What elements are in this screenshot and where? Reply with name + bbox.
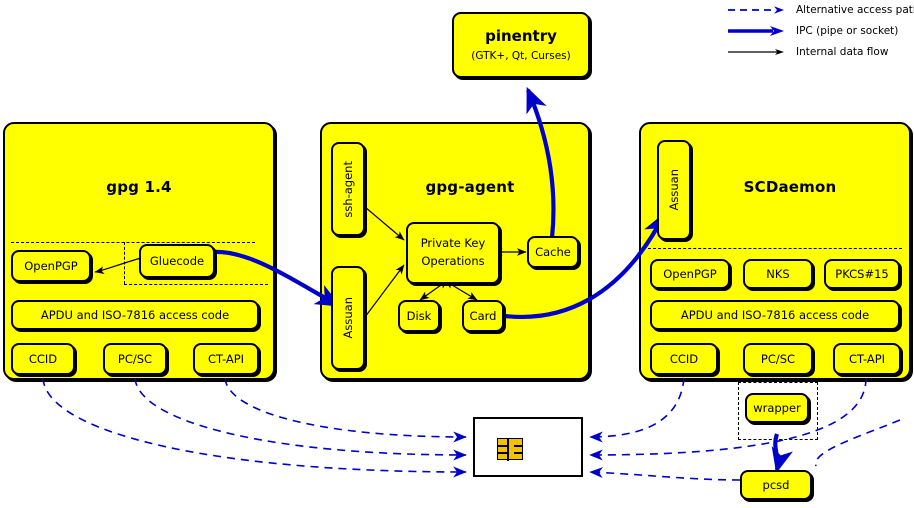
scdaemon-ccid-box[interactable]: CCID <box>650 343 718 375</box>
gpg-agent-disk-box[interactable]: Disk <box>398 300 440 332</box>
legend-icon-internal-arrow <box>728 49 784 55</box>
scdaemon-ctapi-label: CT-API <box>848 352 886 366</box>
scdaemon-openpgp-label: OpenPGP <box>663 267 717 281</box>
legend-icon-ipc-arrow <box>728 26 784 36</box>
scdaemon-nks-label: NKS <box>766 267 790 281</box>
scdaemon-nks-box[interactable]: NKS <box>743 259 813 289</box>
alt-gpg-ctapi-to-card <box>224 377 467 443</box>
scdaemon-pkcs15-label: PKCS#15 <box>835 267 889 281</box>
chip-bar-h1 <box>498 445 507 447</box>
gpg-dashed-region-top <box>11 242 255 243</box>
gpg-dashed-region-bottom <box>124 284 268 285</box>
scdaemon-assuan-label: Assuan <box>667 169 681 211</box>
pinentry-title: pinentry <box>485 27 557 46</box>
gpg-ctapi-label: CT-API <box>207 352 245 366</box>
gpg-title: gpg 1.4 <box>106 178 172 196</box>
alt-scd-pcsc-to-pcsd <box>815 419 901 467</box>
wrapper-box[interactable]: wrapper <box>745 393 809 423</box>
scdaemon-dashed-divider <box>648 248 902 249</box>
gpg-pcsc-label: PC/SC <box>117 352 153 366</box>
scdaemon-pcsc-box[interactable]: PC/SC <box>743 343 813 375</box>
smartcard[interactable] <box>473 417 583 477</box>
legend-item-internal-flow: Internal data flow <box>728 45 888 59</box>
pinentry-subtitle: (GTK+, Qt, Curses) <box>471 50 571 63</box>
scdaemon-apdu-label: APDU and ISO-7816 access code <box>680 308 870 322</box>
alt-gpg-pcsc-to-card <box>134 377 467 461</box>
scdaemon-title: SCDaemon <box>743 178 837 196</box>
gpg-agent-cache-box[interactable]: Cache <box>527 236 579 268</box>
gpg-agent-assuan-box[interactable]: Assuan <box>331 266 365 370</box>
gpg-dashed-region-divider <box>124 242 125 284</box>
legend-item-ipc: IPC (pipe or socket) <box>728 24 898 38</box>
scdaemon-ccid-label: CCID <box>669 352 699 366</box>
pcsd-box[interactable]: pcsd <box>740 470 812 500</box>
gpg-ccid-label: CCID <box>28 352 58 366</box>
legend-icon-dashed-arrow <box>728 6 784 14</box>
gpg-ctapi-box[interactable]: CT-API <box>193 343 259 375</box>
legend-label-alt-paths: Alternative access paths <box>796 4 914 16</box>
gpg-agent-card-box[interactable]: Card <box>462 300 504 332</box>
smartcard-chip-icon <box>497 438 523 461</box>
chip-bar-h4 <box>514 452 522 454</box>
scdaemon-assuan-box[interactable]: Assuan <box>657 140 691 240</box>
legend-label-ipc: IPC (pipe or socket) <box>796 25 899 37</box>
gpg-openpgp-label: OpenPGP <box>24 259 78 273</box>
gpg-agent-cache-label: Cache <box>535 245 571 259</box>
alt-scd-ccid-to-card <box>589 377 685 443</box>
alt-scd-ctapi-to-card <box>589 377 867 461</box>
pinentry-box[interactable]: pinentry (GTK+, Qt, Curses) <box>452 12 590 78</box>
gpg-agent-assuan-label: Assuan <box>341 297 355 339</box>
scdaemon-apdu-box[interactable]: APDU and ISO-7816 access code <box>650 300 900 330</box>
chip-bar-h2 <box>498 452 507 454</box>
gpg-agent-title: gpg-agent <box>425 178 515 196</box>
gpg-gluecode-box[interactable]: Gluecode <box>139 244 215 278</box>
alt-pcsd-to-card <box>589 467 741 481</box>
gpg-openpgp-box[interactable]: OpenPGP <box>11 250 91 282</box>
alt-gpg-ccid-to-card <box>42 377 467 478</box>
gpg-agent-private-key-ops-line2: Operations <box>421 254 485 268</box>
gpg-agent-ssh-agent-label: ssh-agent <box>341 160 355 218</box>
pcsd-label: pcsd <box>762 478 790 492</box>
scdaemon-openpgp-box[interactable]: OpenPGP <box>650 259 730 289</box>
gpg-pcsc-box[interactable]: PC/SC <box>103 343 167 375</box>
gpg-agent-private-key-ops-box[interactable]: Private Key Operations <box>406 222 500 284</box>
gpg-agent-disk-label: Disk <box>406 309 432 323</box>
gpg-gluecode-label: Gluecode <box>149 254 205 268</box>
scdaemon-ctapi-box[interactable]: CT-API <box>833 343 901 375</box>
scdaemon-pkcs15-box[interactable]: PKCS#15 <box>824 259 900 289</box>
wrapper-label: wrapper <box>753 401 801 415</box>
gpg-agent-card-label: Card <box>469 309 497 323</box>
gpg-apdu-label: APDU and ISO-7816 access code <box>40 308 230 322</box>
legend-item-alt-paths: Alternative access paths <box>728 3 914 17</box>
chip-bar-v <box>507 439 509 461</box>
chip-bar-h3 <box>514 445 522 447</box>
gpg-agent-ssh-agent-box[interactable]: ssh-agent <box>331 142 365 236</box>
gpg-apdu-box[interactable]: APDU and ISO-7816 access code <box>11 300 259 330</box>
gpg-agent-private-key-ops-line1: Private Key <box>420 236 486 251</box>
gpg-ccid-box[interactable]: CCID <box>11 343 75 375</box>
legend-label-internal-flow: Internal data flow <box>796 46 889 58</box>
scdaemon-pcsc-label: PC/SC <box>760 352 796 366</box>
